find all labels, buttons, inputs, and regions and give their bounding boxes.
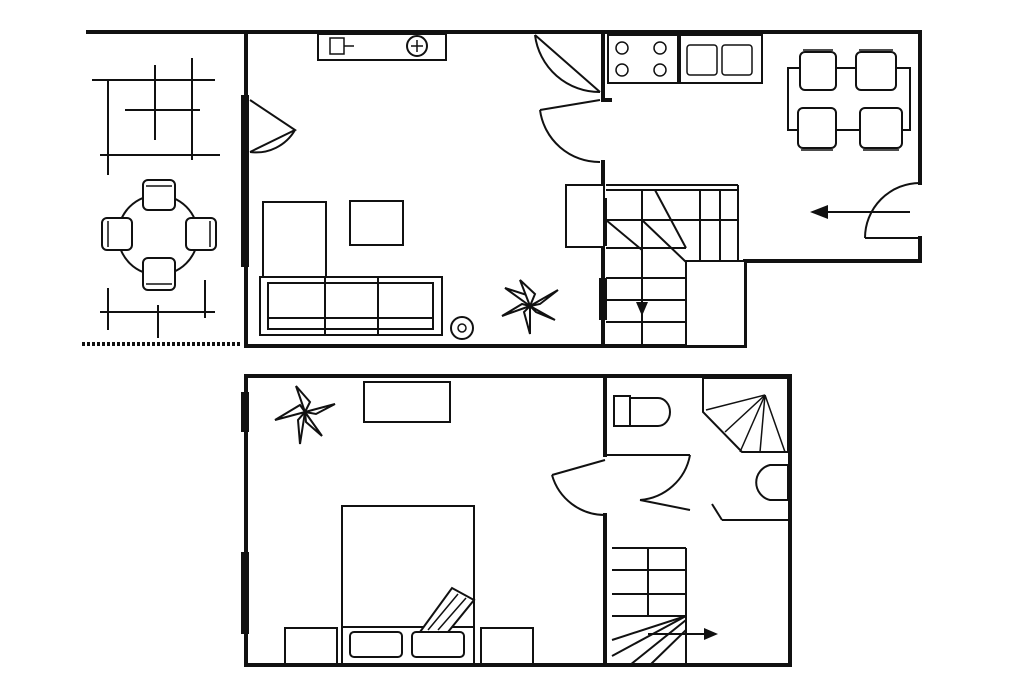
entrance-arrow bbox=[810, 205, 910, 219]
tv-unit bbox=[317, 33, 447, 61]
bedroom bbox=[241, 374, 792, 667]
terrace-chair bbox=[142, 257, 176, 291]
nightstand bbox=[284, 627, 338, 665]
armchair bbox=[262, 201, 327, 278]
dresser bbox=[363, 381, 451, 423]
ground-floor bbox=[82, 30, 922, 348]
floor-lamp bbox=[450, 316, 474, 340]
kitchen bbox=[601, 30, 922, 263]
dining-chair bbox=[855, 49, 897, 91]
living-room bbox=[241, 30, 605, 348]
double-sink bbox=[679, 34, 763, 84]
dining-chair bbox=[797, 107, 837, 151]
stair-up-arrow bbox=[636, 220, 648, 316]
stair-arrow bbox=[648, 628, 718, 640]
upper-floor bbox=[241, 374, 792, 667]
stove bbox=[607, 34, 679, 84]
dining-area bbox=[787, 49, 921, 239]
double-bed bbox=[341, 505, 476, 665]
terrace-chair bbox=[142, 179, 176, 211]
pergola bbox=[92, 58, 220, 338]
nightstand bbox=[480, 627, 534, 665]
dining-chair bbox=[799, 49, 837, 91]
shower bbox=[702, 377, 789, 453]
terrace-chair bbox=[101, 217, 133, 251]
three-seat-sofa bbox=[259, 276, 443, 336]
coffee-table bbox=[349, 200, 404, 246]
stair-hall bbox=[565, 184, 747, 348]
toilet bbox=[613, 395, 671, 427]
stair-landing bbox=[611, 547, 718, 666]
plant bbox=[274, 385, 336, 445]
terrace-chair bbox=[185, 217, 217, 251]
washbasin bbox=[755, 464, 789, 501]
plant bbox=[501, 279, 559, 335]
bathroom bbox=[605, 374, 792, 667]
terrace bbox=[82, 30, 248, 346]
dining-chair bbox=[859, 107, 903, 151]
